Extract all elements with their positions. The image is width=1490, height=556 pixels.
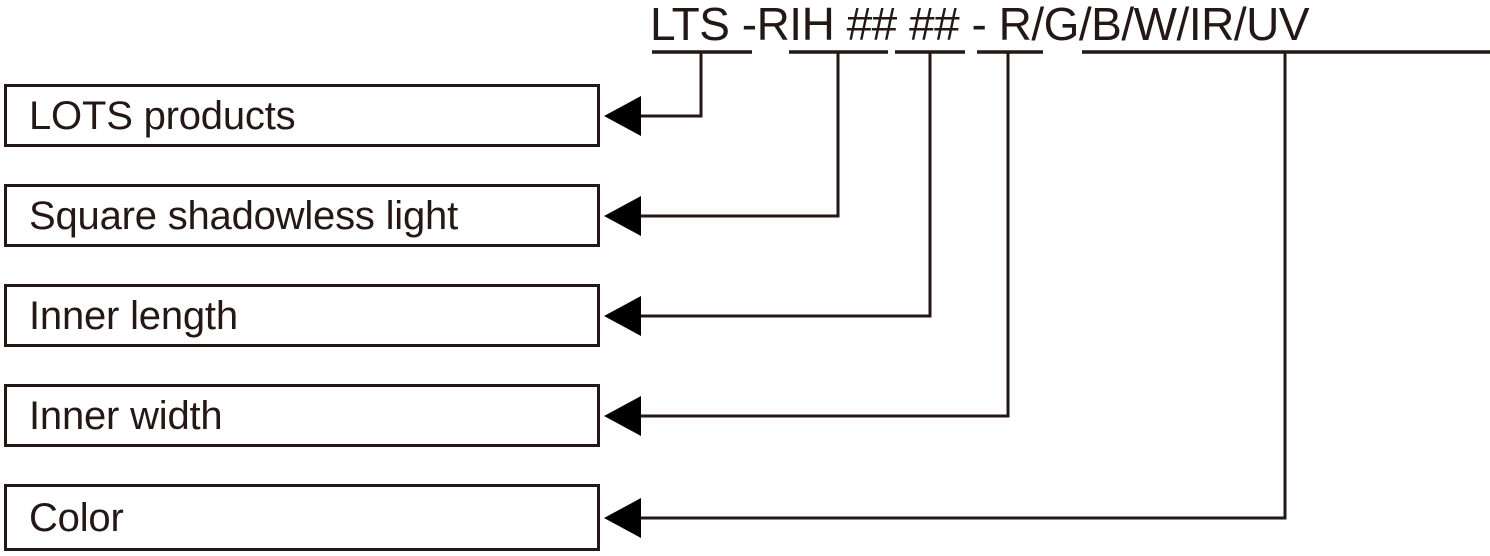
part-number-space-2 — [897, 0, 909, 50]
leader-line-lots-products — [640, 53, 703, 118]
part-number-segment-rih: RIH — [756, 0, 835, 50]
callout-box-inner-length: Inner length — [4, 284, 600, 347]
part-number-segment-lts: LTS — [650, 0, 730, 50]
arrowhead-square-shadowless-light — [604, 196, 641, 236]
leader-line-inner-length — [640, 53, 932, 318]
arrowhead-inner-length — [604, 296, 641, 336]
leader-line-color — [640, 53, 1287, 520]
callout-label-lots-products: LOTS products — [29, 93, 296, 138]
arrowhead-color — [604, 498, 641, 538]
callout-box-square-shadowless-light: Square shadowless light — [4, 184, 600, 247]
callout-box-lots-products: LOTS products — [4, 84, 600, 147]
callout-box-color: Color — [4, 484, 600, 551]
callout-box-inner-width: Inner width — [4, 384, 600, 447]
arrowhead-inner-width — [604, 396, 641, 436]
callout-label-inner-length: Inner length — [29, 293, 238, 338]
part-number-separator-2: - — [959, 0, 999, 50]
part-number-segment-color: R/G/B/W/IR/UV — [998, 0, 1310, 50]
callout-label-color: Color — [29, 495, 124, 540]
leader-line-square-shadowless-light — [640, 53, 840, 218]
part-number-separator-1: - — [729, 0, 757, 50]
arrowhead-lots-products — [604, 96, 641, 136]
part-number-space-1 — [834, 0, 846, 50]
part-number-segment-inner-width: ## — [909, 0, 960, 50]
part-number-segment-inner-length: ## — [846, 0, 898, 50]
callout-label-inner-width: Inner width — [29, 393, 223, 438]
leader-line-inner-width — [640, 53, 1010, 418]
part-number-string: LTS -RIH ## ## - R/G/B/W/IR/UV — [650, 0, 1490, 48]
callout-label-square-shadowless-light: Square shadowless light — [29, 193, 458, 238]
